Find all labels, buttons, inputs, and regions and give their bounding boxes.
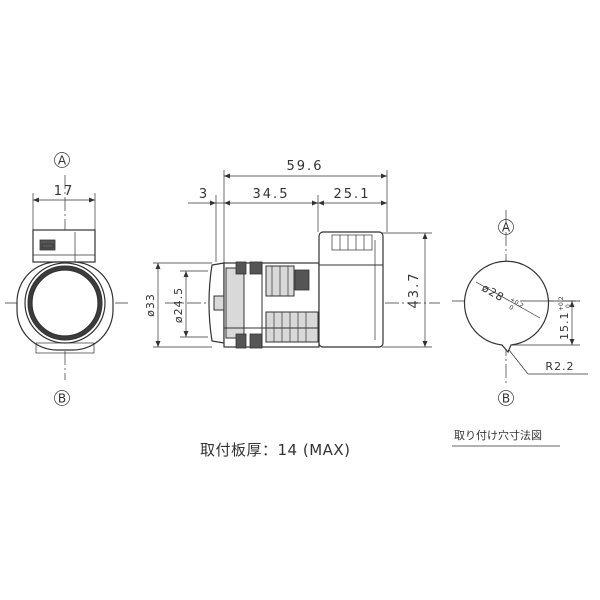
panel-thickness-note: 取付板厚：14 (MAX) <box>200 441 351 459</box>
reference-label-a: A <box>58 154 67 168</box>
reference-marker-a-front: A <box>54 152 70 168</box>
reference-marker-b-cutout: B <box>498 390 514 406</box>
radius-label: R2.2 <box>545 360 574 373</box>
front-button-face <box>31 269 99 337</box>
cutout-caption: 取り付け穴寸法図 <box>454 428 542 442</box>
reference-circle <box>54 390 70 406</box>
side-view: 59.6 3 34.5 25.1 ø33 ø24.5 <box>144 159 440 349</box>
reference-marker-a-cutout: A <box>498 219 514 235</box>
reference-circle <box>54 152 70 168</box>
dimension-label: 43.7 <box>407 272 422 309</box>
dimension-label: 25.1 <box>334 187 371 202</box>
dimension-front-width: 17 <box>32 184 96 235</box>
key-offset-lower-tol: 0 <box>565 304 572 308</box>
dimension-label: 59.6 <box>287 159 324 174</box>
key-offset-upper-tol: +0.2 <box>558 296 565 311</box>
reference-circle <box>498 219 514 235</box>
dimension-height: 43.7 <box>382 232 432 348</box>
reference-circle <box>498 390 514 406</box>
cutout-hole-outline <box>463 260 550 354</box>
dimension-label: 17 <box>54 184 75 199</box>
dimension-key-offset: 15.1 +0.2 0 <box>512 296 580 346</box>
front-view: A B 17 <box>5 152 128 406</box>
key-offset-value: 15.1 <box>558 312 571 341</box>
side-contact-block <box>318 231 384 348</box>
panel-cutout-view: A B ø28 +0.2 0 15.1 +0.2 0 <box>452 210 588 406</box>
cutout-diameter-lower-tol: 0 <box>508 304 515 312</box>
dimension-label: 34.5 <box>253 187 290 202</box>
reference-label-b: B <box>502 392 510 406</box>
dimension-label: 3 <box>199 187 209 202</box>
cutout-diameter-leader <box>475 281 541 319</box>
dimension-diameter-24-5: ø24.5 <box>172 270 208 338</box>
dimension-diameter-33: ø33 <box>144 262 212 348</box>
reference-label-b: B <box>58 392 66 406</box>
dimension-overall-length: 59.6 <box>223 159 388 265</box>
reference-marker-b-front: B <box>54 390 70 406</box>
dimension-label: ø24.5 <box>172 287 185 323</box>
dimension-radius: R2.2 <box>508 349 588 375</box>
reference-label-a: A <box>502 221 511 235</box>
dimension-label: ø33 <box>144 293 157 317</box>
dimension-section-lengths: 3 34.5 25.1 <box>188 187 387 262</box>
